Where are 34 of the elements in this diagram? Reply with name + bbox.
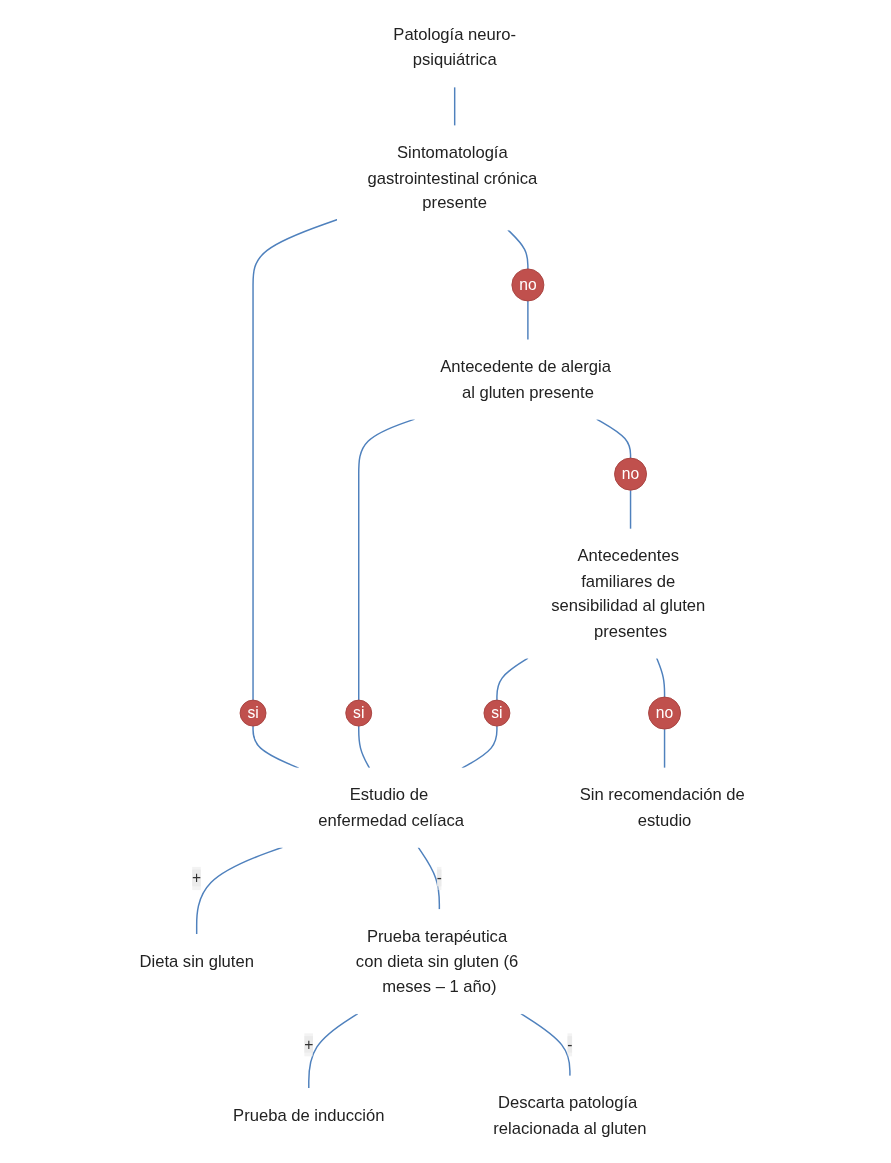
connector xyxy=(629,489,631,530)
edge-label: - xyxy=(436,869,442,887)
edge-label: + xyxy=(191,869,201,887)
connector xyxy=(595,418,631,459)
node-circle: no xyxy=(510,268,544,302)
edge-label: + xyxy=(303,1036,313,1053)
node-circle: si xyxy=(483,699,510,727)
node-text: Sin recomendación de estudio xyxy=(579,785,745,830)
connector xyxy=(357,725,370,769)
connector xyxy=(453,86,455,127)
edge-label: - xyxy=(566,1036,573,1053)
node-circle: no xyxy=(613,457,647,491)
node-text: Dieta sin gluten xyxy=(139,952,254,971)
connector xyxy=(460,725,498,769)
node-circle: no xyxy=(647,696,681,730)
node-text: Descarta patología relacionada al gluten xyxy=(492,1093,647,1138)
connector xyxy=(251,725,299,769)
node-circle: si xyxy=(239,699,267,727)
node-text: Antecedente de alergia al gluten presente xyxy=(439,357,611,402)
node-text: Prueba de inducción xyxy=(232,1106,384,1125)
node-text: Patología neuro-psiquiátrica xyxy=(392,25,516,69)
connector xyxy=(251,218,338,701)
connector xyxy=(506,229,529,270)
node-text: Antecedentes familiares de sensibilidad al gluten presentes xyxy=(550,546,705,640)
connector xyxy=(307,1012,359,1090)
connector xyxy=(526,300,529,341)
connector xyxy=(663,728,665,769)
connector xyxy=(655,657,665,698)
node-text: Estudio de enfermedad celíaca xyxy=(317,785,464,830)
node-text: Prueba terapéutica con dieta sin gluten (6 meses – 1 año) xyxy=(355,927,518,996)
node-text: Sintomatología gastrointestinal crónica presente xyxy=(367,143,537,212)
connector xyxy=(195,846,283,936)
node-circle: si xyxy=(344,699,372,727)
connector xyxy=(495,657,529,701)
